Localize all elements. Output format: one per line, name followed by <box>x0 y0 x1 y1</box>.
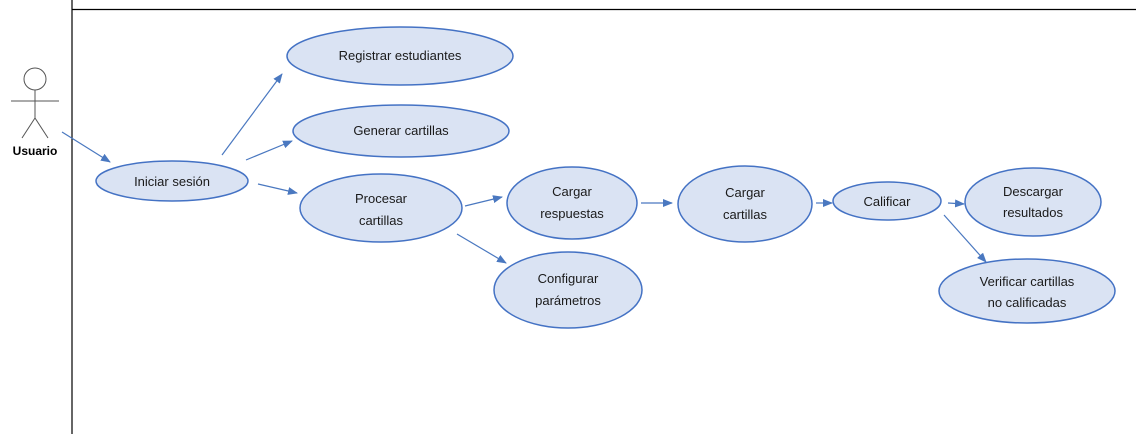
use-case-iniciar-sesion: Iniciar sesión <box>95 160 249 202</box>
use-case-label: Verificar cartillas <box>980 274 1075 289</box>
use-case-label: Descargar <box>1003 184 1064 199</box>
arrow-calificar-descargar <box>947 199 965 208</box>
use-case-label: Generar cartillas <box>353 123 449 138</box>
actor-label: Usuario <box>13 144 58 158</box>
actor-usuario: Usuario <box>11 67 59 158</box>
arrow-procesar-parametros <box>456 233 507 264</box>
use-case-label: Iniciar sesión <box>134 174 210 189</box>
arrow-iniciar-generar <box>245 140 293 161</box>
use-case-generar-cartillas: Generar cartillas <box>292 104 510 158</box>
use-case-procesar-cartillas: Procesar cartillas <box>299 173 463 243</box>
use-case-registrar-estudiantes: Registrar estudiantes <box>286 26 514 86</box>
use-case-label: respuestas <box>540 206 604 221</box>
use-case-label: Registrar estudiantes <box>339 48 462 63</box>
use-case-label: resultados <box>1003 205 1063 220</box>
use-case-configurar-parametros: Configurar parámetros <box>493 251 643 329</box>
use-case-label: Procesar <box>355 191 408 206</box>
stick-figure-icon <box>11 67 59 139</box>
use-case-label: cartillas <box>723 207 768 222</box>
use-case-label: Cargar <box>552 184 592 199</box>
use-case-calificar: Calificar <box>832 181 942 221</box>
use-case-label: no calificadas <box>988 295 1067 310</box>
use-case-label: Calificar <box>864 194 912 209</box>
relations <box>61 73 987 264</box>
arrow-usuario-iniciar <box>61 131 111 163</box>
use-case-label: parámetros <box>535 293 601 308</box>
arrow-iniciar-procesar <box>257 183 298 195</box>
use-case-verificar-cartillas: Verificar cartillas no calificadas <box>938 258 1116 324</box>
use-case-label: cartillas <box>359 213 404 228</box>
use-case-cargar-respuestas: Cargar respuestas <box>506 166 638 240</box>
arrow-iniciar-registrar <box>221 73 283 156</box>
arrow-procesar-respuestas <box>464 195 503 207</box>
use-case-label: Cargar <box>725 185 765 200</box>
use-case-label: Configurar <box>538 271 599 286</box>
use-case-descargar-resultados: Descargar resultados <box>964 167 1102 237</box>
arrow-calificar-verificar <box>943 214 987 263</box>
use-case-cargar-cartillas: Cargar cartillas <box>677 165 813 243</box>
